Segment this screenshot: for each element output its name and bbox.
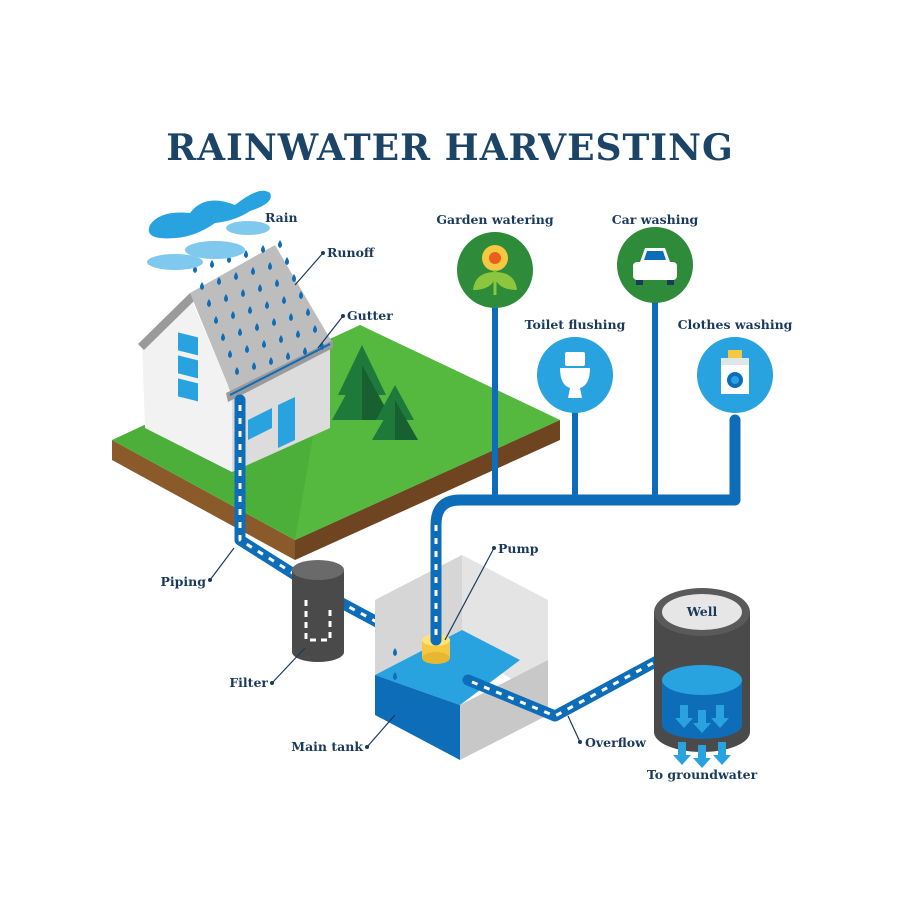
raindrop-icon [217,277,221,285]
raindrop-icon [251,267,255,275]
raindrop-icon [268,262,272,270]
raindrop-icon [262,340,266,348]
raindrop-icon [289,313,293,321]
raindrop-icon [235,367,239,375]
label-to-groundwater: To groundwater [647,767,758,782]
diagram-title: RAINWATER HARVESTING [166,127,734,169]
label-overflow: Overflow [585,735,647,750]
leader-lines [208,251,582,749]
raindrop-icon [255,323,259,331]
cloud-icon [147,190,271,270]
tree-icon [372,385,418,440]
label-toilet-flushing: Toilet flushing [525,317,626,332]
raindrop-icon [265,301,269,309]
car-icon [633,248,677,285]
raindrop-icon [272,318,276,326]
raindrop-icon [245,345,249,353]
raindrop-icon [231,311,235,319]
raindrop-icon [306,308,310,316]
raindrop-icon [244,250,248,258]
tree-icon [332,345,392,420]
house [138,245,333,472]
flower-icon [473,245,517,295]
raindrop-icon [200,282,204,290]
supply-pipe [430,414,741,646]
raindrop-icon [210,260,214,268]
raindrop-icon [252,362,256,370]
raindrop-icon [282,296,286,304]
label-main-tank: Main tank [291,739,363,754]
label-pump: Pump [498,541,539,556]
raindrop-icon [303,347,307,355]
raindrop-icon [207,299,211,307]
raindrop-icon [279,335,283,343]
raindrop-icon [269,357,273,365]
label-gutter: Gutter [347,308,393,323]
label-clothes-washing: Clothes washing [678,317,793,332]
raindrop-icon [285,257,289,265]
raindrop-icon [313,325,317,333]
car-washing-node [617,227,693,303]
toilet-icon [560,352,590,398]
raindrop-icon [275,279,279,287]
label-filter: Filter [229,675,268,690]
raindrop-icon [296,330,300,338]
label-garden-watering: Garden watering [436,212,554,227]
raindrop-icon [241,289,245,297]
raindrop-icon [238,328,242,336]
toilet-flushing-node [537,337,613,413]
raindrop-icon [278,240,282,248]
raindrop-icon [299,291,303,299]
raindrop-icon [292,274,296,282]
washing-machine-icon [721,350,749,394]
main-tank [375,555,548,760]
raindrop-icon [261,245,265,253]
raindrop-icon [221,333,225,341]
raindrops [193,240,324,375]
filter-cylinder [292,560,344,662]
raindrop-icon [214,316,218,324]
raindrop-icon [234,272,238,280]
label-rain: Rain [265,210,298,225]
label-car-washing: Car washing [612,212,699,227]
raindrop-icon [286,352,290,360]
raindrop-icon [224,294,228,302]
raindrop-icon [228,350,232,358]
label-runoff: Runoff [327,245,375,260]
clothes-washing-node [697,337,773,413]
label-well: Well [686,604,718,619]
garden-watering-node [457,232,533,308]
raindrop-icon [248,306,252,314]
well [654,588,750,768]
label-piping: Piping [161,574,207,589]
raindrop-icon [258,284,262,292]
